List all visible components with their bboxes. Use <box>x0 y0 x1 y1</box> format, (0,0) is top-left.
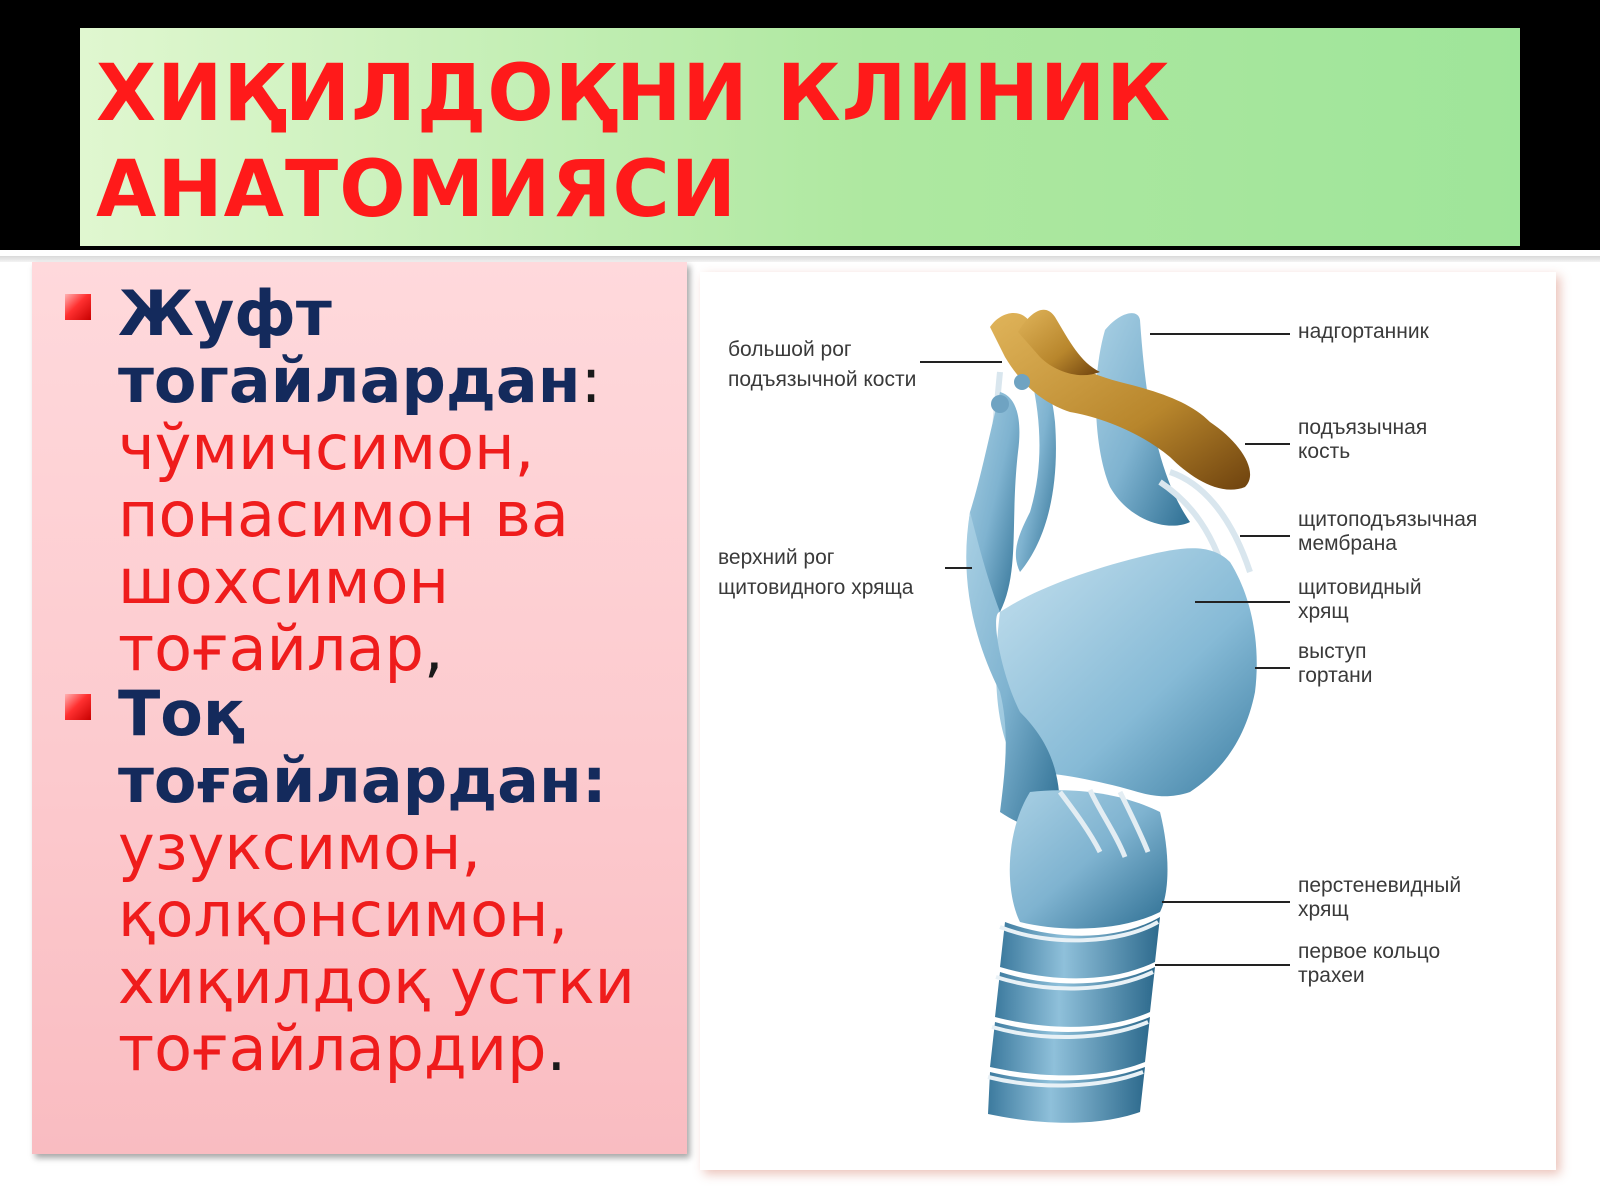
label-greater-horn-2: подъязычной кости <box>728 368 916 391</box>
label-cricoid-2: хрящ <box>1298 898 1349 921</box>
bullet-end-punct: . <box>546 1012 567 1085</box>
label-membrane-1: щитоподъязычная <box>1298 508 1477 531</box>
image-panel: большой рог подъязычной кости верхний ро… <box>700 272 1556 1170</box>
label-trachea-2: трахеи <box>1298 964 1365 987</box>
label-hyoid-1: подъязычная <box>1298 416 1427 439</box>
bullet-square-icon <box>65 294 91 320</box>
bullet-text: Жуфт тогайлардан: чўмичсимон, понасимон … <box>118 280 678 682</box>
cricothyroid-strands <box>1057 788 1151 858</box>
thyroid-wing-shape <box>966 512 1060 827</box>
bullet-end-punct: , <box>423 612 444 685</box>
hyoid-tubercle-left <box>991 395 1009 413</box>
cricoid-cartilage-shape <box>1009 790 1168 929</box>
bullet-lead: Жуфт тогайлардан <box>118 277 581 417</box>
label-thyroid-1: щитовидный <box>1298 576 1422 599</box>
bullet-body: чўмичсимон, понасимон ва шохсимон тоғайл… <box>118 411 569 685</box>
bullet-body: узуксимон, қолқонсимон, хиқилдоқ устки т… <box>118 811 635 1085</box>
larynx-diagram: большой рог подъязычной кости верхний ро… <box>700 272 1556 1170</box>
label-prominence-1: выступ <box>1298 640 1366 663</box>
text-panel: Жуфт тогайлардан: чўмичсимон, понасимон … <box>32 262 687 1154</box>
leader-lines <box>920 333 1290 966</box>
label-greater-horn-1: большой рог <box>728 338 852 361</box>
title-box: ХИҚИЛДОҚНИ КЛИНИК АНАТОМИЯСИ <box>80 28 1520 246</box>
trachea-rings <box>987 917 1160 1123</box>
hyoid-greater-horn <box>1018 309 1100 376</box>
label-thyroid-2: хрящ <box>1298 600 1349 623</box>
bullet-text: Тоқ тоғайлардан: узуксимон, қолқонсимон,… <box>118 680 678 1082</box>
label-membrane-2: мембрана <box>1298 532 1397 555</box>
label-prominence-2: гортани <box>1298 664 1372 687</box>
label-cricoid-1: перстеневидный <box>1298 874 1461 897</box>
slide-title-line1: ХИҚИЛДОҚНИ КЛИНИК <box>96 49 1171 139</box>
label-superior-horn-1: верхний рог <box>718 546 835 569</box>
divider <box>0 256 1600 262</box>
slide-title-line2: АНАТОМИЯСИ <box>96 145 738 235</box>
label-epiglottis: надгортанник <box>1298 320 1430 343</box>
label-hyoid-2: кость <box>1298 440 1350 463</box>
slide-title: ХИҚИЛДОҚНИ КЛИНИК АНАТОМИЯСИ <box>96 46 1496 238</box>
hyoid-tubercle-right <box>1014 374 1030 390</box>
bullet-lead: Тоқ тоғайлардан: <box>118 677 607 817</box>
label-superior-horn-2: щитовидного хряща <box>718 576 914 599</box>
label-trachea-1: первое кольцо <box>1298 940 1440 963</box>
superior-horn-shape-2 <box>1015 372 1056 572</box>
thyroid-cartilage-shape <box>996 548 1257 797</box>
larynx-illustration: большой рог подъязычной кости верхний ро… <box>718 309 1477 1123</box>
bullet-square-icon <box>65 694 91 720</box>
bullet-lead-punct: : <box>580 344 602 417</box>
